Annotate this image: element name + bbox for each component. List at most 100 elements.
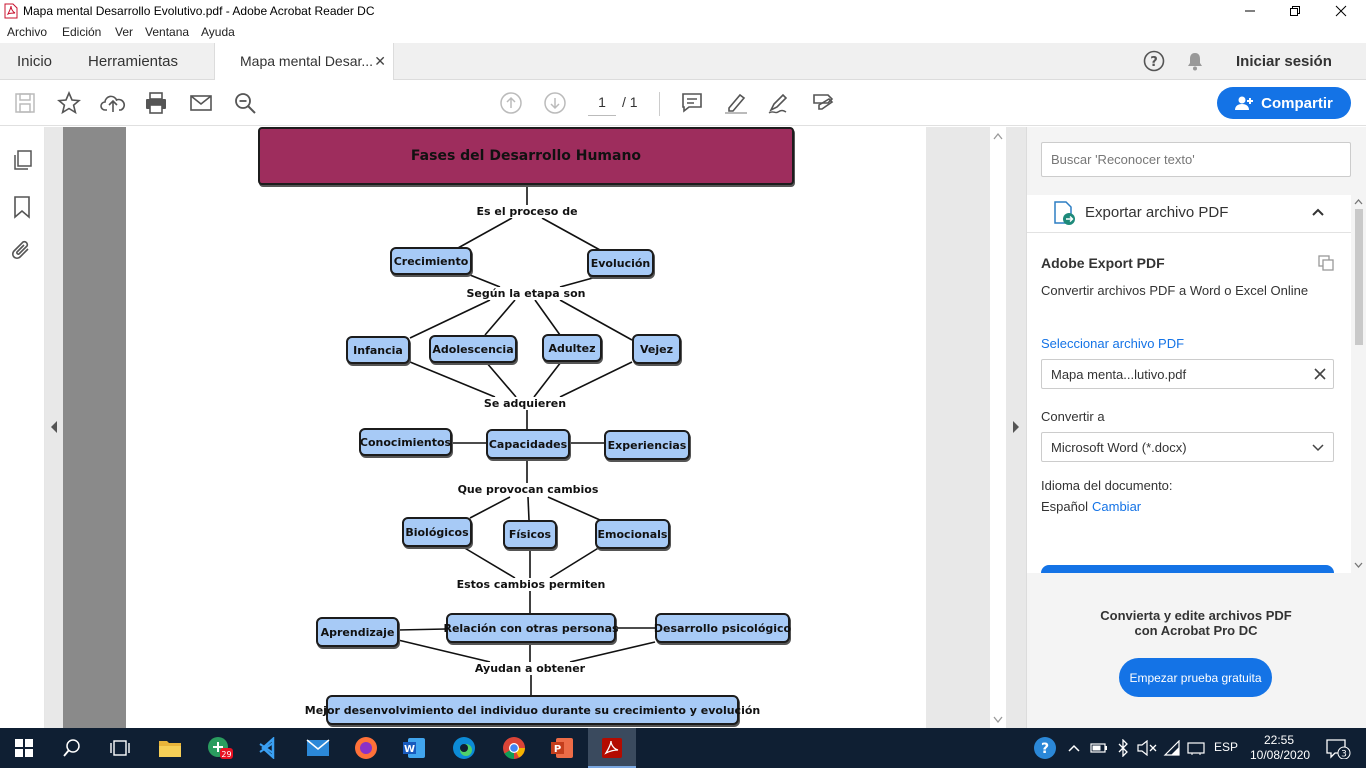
- menu-ayuda[interactable]: Ayuda: [201, 25, 235, 39]
- task-view-icon[interactable]: [96, 728, 144, 768]
- panel-divider: [1027, 232, 1351, 233]
- bluetooth-icon[interactable]: [1112, 728, 1134, 768]
- zoom-out-icon[interactable]: [232, 90, 258, 116]
- change-language-link[interactable]: Cambiar: [1092, 499, 1142, 514]
- clock-date: 10/08/2020: [1250, 748, 1311, 762]
- clear-file-icon[interactable]: [1313, 367, 1327, 384]
- restore-button[interactable]: [1272, 0, 1318, 22]
- prev-page-icon[interactable]: [498, 90, 524, 116]
- svg-text:P: P: [554, 744, 561, 755]
- svg-text:W: W: [404, 744, 415, 755]
- help-icon[interactable]: ?: [1143, 50, 1165, 72]
- tab-home[interactable]: Inicio: [17, 53, 53, 70]
- node-experiences: Experiencias: [604, 430, 690, 460]
- node-knowledge: Conocimientos: [359, 428, 452, 456]
- notifications-count: 3: [1341, 750, 1347, 760]
- link-label-acquired: Se adquieren: [481, 397, 569, 410]
- vertical-scrollbar[interactable]: [990, 127, 1006, 728]
- start-trial-button[interactable]: Empezar prueba gratuita: [1119, 658, 1272, 697]
- menu-edicion[interactable]: Edición: [62, 25, 102, 39]
- select-file-link[interactable]: Seleccionar archivo PDF: [1041, 336, 1185, 351]
- convert-button-partial[interactable]: [1041, 565, 1334, 573]
- share-button[interactable]: Compartir: [1217, 87, 1351, 119]
- edge-icon[interactable]: [440, 728, 488, 768]
- next-page-icon[interactable]: [542, 90, 568, 116]
- acrobat-taskbar-icon[interactable]: [588, 728, 636, 768]
- share-label: Compartir: [1261, 94, 1333, 112]
- menu-ver[interactable]: Ver: [115, 25, 134, 39]
- more-tools-icon[interactable]: [811, 90, 837, 116]
- format-select[interactable]: Microsoft Word (*.docx): [1041, 432, 1334, 462]
- mail-app-icon[interactable]: [294, 728, 342, 768]
- close-window-button[interactable]: [1318, 0, 1364, 22]
- mindmap-title: Fases del Desarrollo Humano: [258, 127, 794, 185]
- menu-bar: Archivo Edición Ver Ventana Ayuda: [0, 22, 1366, 43]
- page-number-input[interactable]: 1: [588, 94, 616, 116]
- input-language[interactable]: ESP: [1214, 740, 1239, 754]
- highlight-pen-icon[interactable]: [723, 90, 749, 116]
- menu-ventana[interactable]: Ventana: [145, 25, 190, 39]
- link-label-allow: Estos cambios permiten: [454, 578, 608, 591]
- tab-document-label: Mapa mental Desar...: [240, 53, 374, 69]
- link-label-obtain: Ayudan a obtener: [472, 662, 588, 675]
- network-icon[interactable]: [1184, 728, 1210, 768]
- page-total: / 1: [622, 94, 638, 110]
- chevron-up-icon[interactable]: [1311, 205, 1325, 220]
- print-icon[interactable]: [143, 90, 169, 116]
- powerpoint-icon[interactable]: P: [538, 728, 586, 768]
- search-tools-input[interactable]: Buscar 'Reconocer texto': [1041, 142, 1351, 177]
- bell-icon[interactable]: [1186, 51, 1204, 71]
- email-icon[interactable]: [188, 90, 214, 116]
- copy-files-icon[interactable]: [1317, 254, 1335, 275]
- star-icon[interactable]: [56, 90, 82, 116]
- taskbar-search-icon[interactable]: [48, 728, 96, 768]
- help-tray-icon[interactable]: ?: [1030, 728, 1060, 768]
- comment-icon[interactable]: [679, 90, 705, 116]
- windows-start-icon[interactable]: [0, 728, 48, 768]
- tab-tools[interactable]: Herramientas: [88, 53, 179, 70]
- battery-icon[interactable]: [1088, 728, 1110, 768]
- collapse-left-arrow-icon[interactable]: [49, 419, 59, 438]
- expand-right-arrow-icon[interactable]: [1011, 419, 1021, 438]
- clock-time: 22:55: [1263, 733, 1295, 747]
- node-old-age: Vejez: [632, 334, 681, 364]
- export-pdf-title[interactable]: Exportar archivo PDF: [1085, 204, 1229, 221]
- tray-chevron-icon[interactable]: [1063, 728, 1085, 768]
- file-explorer-icon[interactable]: [146, 728, 194, 768]
- tab-bar: Inicio Herramientas Mapa mental Desar...…: [0, 43, 1366, 81]
- selected-file-name: Mapa menta...lutivo.pdf: [1051, 366, 1187, 382]
- notifications-icon[interactable]: 3: [1318, 728, 1358, 768]
- word-icon[interactable]: W: [390, 728, 438, 768]
- close-tab-icon[interactable]: ✕: [374, 53, 386, 69]
- chrome-icon[interactable]: [490, 728, 538, 768]
- pages-thumbnail-icon[interactable]: [12, 149, 34, 174]
- panel-scrollbar-thumb[interactable]: [1355, 209, 1363, 345]
- bookmark-icon[interactable]: [13, 195, 31, 222]
- upload-cloud-icon[interactable]: [100, 90, 126, 116]
- minimize-button[interactable]: [1227, 0, 1273, 22]
- wifi-icon[interactable]: [1160, 728, 1184, 768]
- link-label-process: Es el proceso de: [474, 205, 580, 218]
- panel-scrollbar[interactable]: [1351, 195, 1366, 573]
- firefox-icon[interactable]: [342, 728, 390, 768]
- chat-app-icon[interactable]: 29: [196, 728, 244, 768]
- signin-link[interactable]: Iniciar sesión: [1236, 53, 1332, 70]
- vscode-icon[interactable]: [244, 728, 292, 768]
- upgrade-promo: [1027, 573, 1366, 728]
- node-emotional: Emocionals: [595, 519, 670, 549]
- language-label: Idioma del documento:: [1041, 478, 1173, 493]
- node-growth: Crecimiento: [390, 247, 472, 275]
- volume-muted-icon[interactable]: [1135, 728, 1159, 768]
- sign-icon[interactable]: [767, 90, 793, 116]
- format-select-value: Microsoft Word (*.docx): [1051, 439, 1187, 455]
- node-infancy: Infancia: [346, 336, 410, 364]
- save-icon[interactable]: [12, 90, 38, 116]
- active-app-indicator: [588, 766, 636, 768]
- attachment-icon[interactable]: [11, 239, 33, 266]
- chat-badge: 29: [221, 750, 231, 759]
- menu-archivo[interactable]: Archivo: [7, 25, 48, 39]
- selected-file-field[interactable]: Mapa menta...lutivo.pdf: [1041, 359, 1334, 389]
- clock[interactable]: 22:55 10/08/2020: [1250, 733, 1311, 763]
- node-adulthood: Adultez: [542, 334, 602, 362]
- tab-document[interactable]: Mapa mental Desar... ✕: [214, 43, 394, 81]
